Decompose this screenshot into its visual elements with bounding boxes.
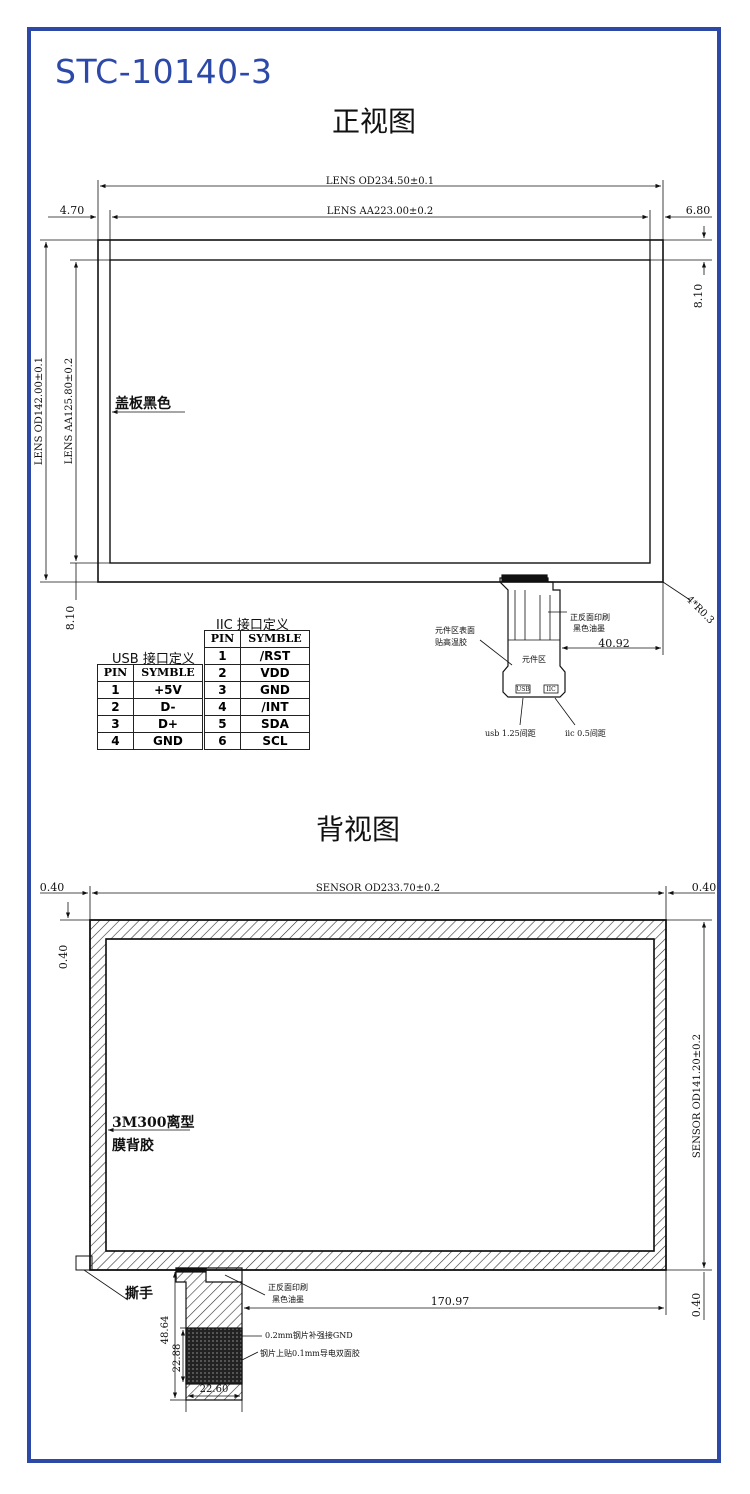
iic-chip-label: IIC (546, 686, 556, 693)
usb-pitch-note: usb 1.25间距 (485, 729, 536, 738)
table-cell: D- (132, 698, 204, 716)
iic-table-title: IIC 接口定义 (216, 618, 289, 633)
sensor-od-width-label: SENSOR OD233.70±0.2 (316, 883, 440, 894)
back-print-note-1: 正反面印刷 (268, 1282, 308, 1292)
front-fpc-offset-label: 40.92 (598, 637, 630, 650)
conductive-note: 钢片上贴0.1mm导电双面胶 (260, 1348, 360, 1358)
back-top-margin-label: 0.40 (57, 945, 70, 970)
back-right-margin-label: 0.40 (692, 881, 717, 894)
front-view (40, 180, 712, 726)
page-frame (27, 27, 721, 1463)
table-cell: 4 (204, 698, 241, 716)
usb-chip-label: USB (516, 686, 530, 693)
steel-stiffener (185, 1327, 243, 1385)
component-area-tape-note-2: 贴高温胶 (435, 637, 467, 647)
lens-od-height-label: LENS OD142.00±0.1 (34, 357, 45, 465)
table-cell: 3 (97, 715, 134, 733)
table-cell: GND (132, 732, 204, 750)
table-row: 1+5V (97, 681, 204, 699)
table-cell: SCL (239, 732, 311, 750)
table-cell: VDD (239, 664, 311, 682)
front-print-note-2: 黑色油墨 (573, 623, 605, 633)
back-view-title: 背视图 (316, 813, 401, 846)
table-header-cell: SYMBLE (132, 664, 204, 682)
front-left-margin-label: 4.70 (60, 204, 85, 217)
usb-table-title: USB 接口定义 (112, 652, 195, 667)
table-cell: 3 (204, 681, 241, 699)
front-top-margin-label: 8.10 (692, 284, 705, 309)
lens-od-width-label: LENS OD234.50±0.1 (326, 176, 434, 187)
table-cell: +5V (132, 681, 204, 699)
table-cell: D+ (132, 715, 204, 733)
table-header-row: PIN SYMBLE (204, 630, 311, 648)
table-header-cell: PIN (97, 664, 134, 682)
front-view-title: 正视图 (332, 105, 417, 138)
sensor-od-height-label: SENSOR OD141.20±0.2 (692, 1034, 703, 1158)
table-cell: 6 (204, 732, 241, 750)
table-cell: 5 (204, 715, 241, 733)
stiffener-length-label: 22.88 (172, 1344, 183, 1373)
table-cell: 2 (97, 698, 134, 716)
lens-aa-width-label: LENS AA223.00±0.2 (327, 206, 433, 217)
back-fpc-offset-label: 170.97 (431, 1295, 470, 1308)
sensor-inner-area (105, 938, 655, 1252)
table-header-cell: PIN (204, 630, 241, 648)
back-left-margin-label: 0.40 (40, 881, 65, 894)
component-area-label: 元件区 (522, 654, 546, 664)
fpc-width-label: 22.60 (200, 1384, 229, 1395)
adhesive-note-1: 3M300离型 (112, 1114, 194, 1131)
table-header-row: PIN SYMBLE (97, 664, 204, 682)
table-row: 1/RST (204, 647, 311, 665)
front-right-margin-label: 6.80 (686, 204, 711, 217)
table-cell: /RST (239, 647, 311, 665)
table-cell: 2 (204, 664, 241, 682)
cover-black-note: 盖板黑色 (115, 395, 171, 412)
table-cell: 1 (97, 681, 134, 699)
table-cell: SDA (239, 715, 311, 733)
table-cell: 1 (204, 647, 241, 665)
adhesive-border (89, 919, 667, 1271)
product-code: STC-10140-3 (55, 52, 273, 91)
back-print-note-2: 黑色油墨 (272, 1294, 304, 1304)
adhesive-note-2: 膜背胶 (112, 1137, 154, 1154)
table-header-cell: SYMBLE (239, 630, 311, 648)
back-view (40, 886, 715, 1412)
lens-active-area (109, 259, 651, 564)
table-cell: 4 (97, 732, 134, 750)
back-bottom-margin-label: 0.40 (690, 1293, 703, 1318)
table-cell: /INT (239, 698, 311, 716)
front-print-note-1: 正反面印刷 (570, 612, 610, 622)
lens-aa-height-label: LENS AA125.80±0.2 (64, 358, 75, 464)
front-bottom-margin-label: 8.10 (64, 606, 77, 631)
fpc-length-label: 48.64 (160, 1316, 171, 1345)
table-cell: GND (239, 681, 311, 699)
steel-note: 0.2mm钢片补强接GND (265, 1330, 353, 1340)
component-area-tape-note-1: 元件区表面 (435, 625, 475, 635)
iic-pitch-note: iic 0.5间距 (565, 729, 606, 738)
lens-outline (97, 239, 664, 583)
tear-tab-label: 撕手 (125, 1285, 153, 1302)
table-row: 4/INT (204, 698, 311, 716)
sensor-outline (89, 919, 667, 1271)
corner-radius-label: 4*R0.3 (684, 594, 716, 626)
